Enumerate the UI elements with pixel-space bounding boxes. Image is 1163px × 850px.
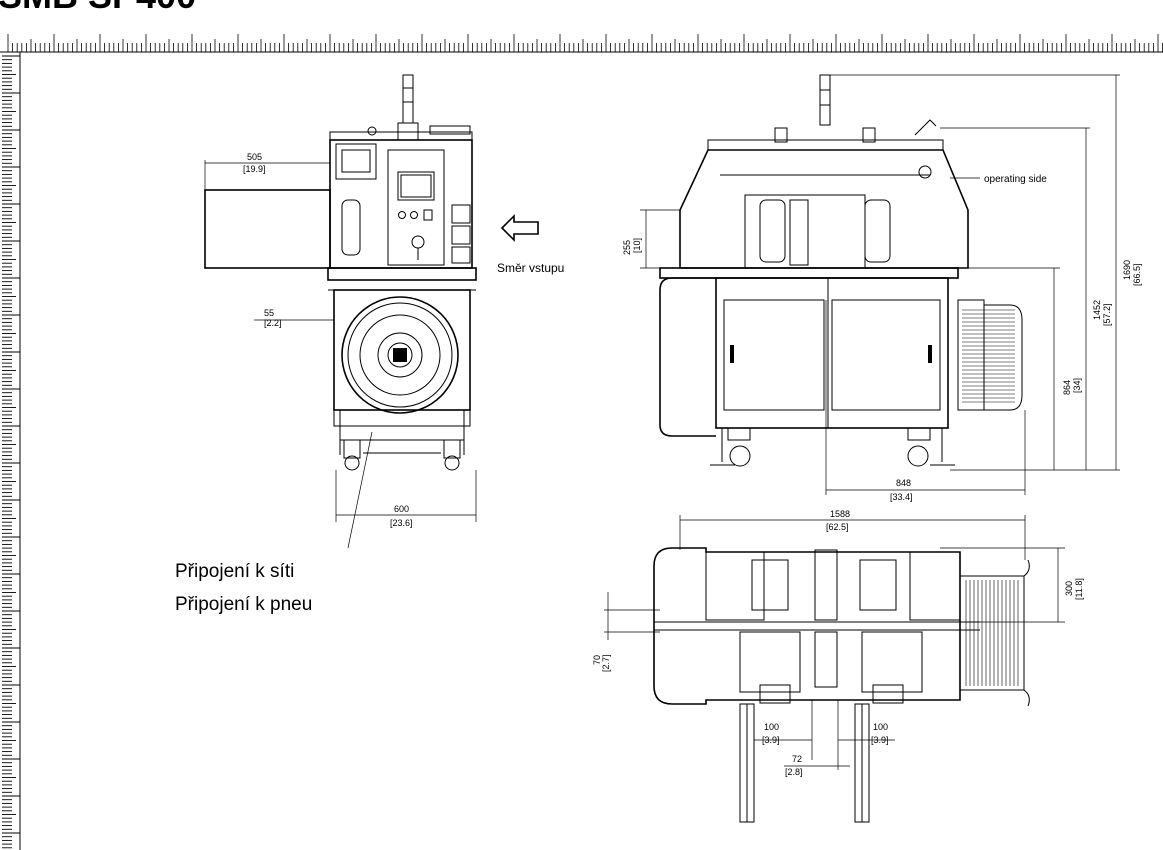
dim-72-inch: [2.8] [785,767,803,777]
dim-1690-inch: [66.5] [1132,263,1142,286]
left-ruler [2,52,21,850]
top-ruler [0,34,1163,53]
dim-848: 848 [896,478,911,488]
dim-1588-inch: [62.5] [826,522,849,532]
dim-255-inch: [10] [632,238,642,253]
dim-600-inch: [23.6] [390,518,413,528]
dim-70-inch: [2.7] [601,654,611,672]
entry-arrow-icon [500,214,539,242]
dim-600: 600 [394,504,409,514]
dim-255: 255 [622,240,632,255]
front-dimensions: 505 [19.9] 55 [2.2] 600 [23.6] [204,152,477,549]
air-connection-label: Připojení k pneu [175,594,312,615]
dim-100-left: 100 [764,722,779,732]
dim-55-inch: [2.2] [264,318,282,328]
dim-72: 72 [792,754,802,764]
side-dimensions: 255 [10] 1690 [66.5] 1452 [57.2] 864 [34… [622,74,1142,502]
header-title: SMB SP400 [0,0,196,16]
dim-55: 55 [264,308,274,318]
entry-direction-label: Směr vstupu [497,261,564,275]
top-view [653,547,1030,823]
dim-70: 70 [592,655,602,665]
dim-1588: 1588 [830,509,850,519]
dim-848-inch: [33.4] [890,492,913,502]
dim-100-right: 100 [873,722,888,732]
dim-300-inch: [11.8] [1074,578,1084,600]
dim-505-inch: [19.9] [243,164,266,174]
dim-1690: 1690 [1122,260,1132,280]
side-view [659,74,1023,467]
dim-1452-inch: [57.2] [1102,303,1112,326]
dim-864-inch: [34] [1072,378,1082,393]
power-connection-label: Připojení k síti [175,561,294,582]
dim-100-right-inch: [3.9] [871,735,889,745]
dim-864: 864 [1062,380,1072,395]
dim-100-left-inch: [3.9] [762,735,780,745]
dim-505: 505 [247,152,262,162]
front-view [204,74,477,471]
operating-side-label: operating side [984,174,1047,185]
dim-300: 300 [1064,581,1074,596]
dim-1452: 1452 [1092,300,1102,320]
top-dimensions: 1588 [62.5] 300 [11.8] 70 [2.7] 100 [3.9… [592,509,1084,777]
